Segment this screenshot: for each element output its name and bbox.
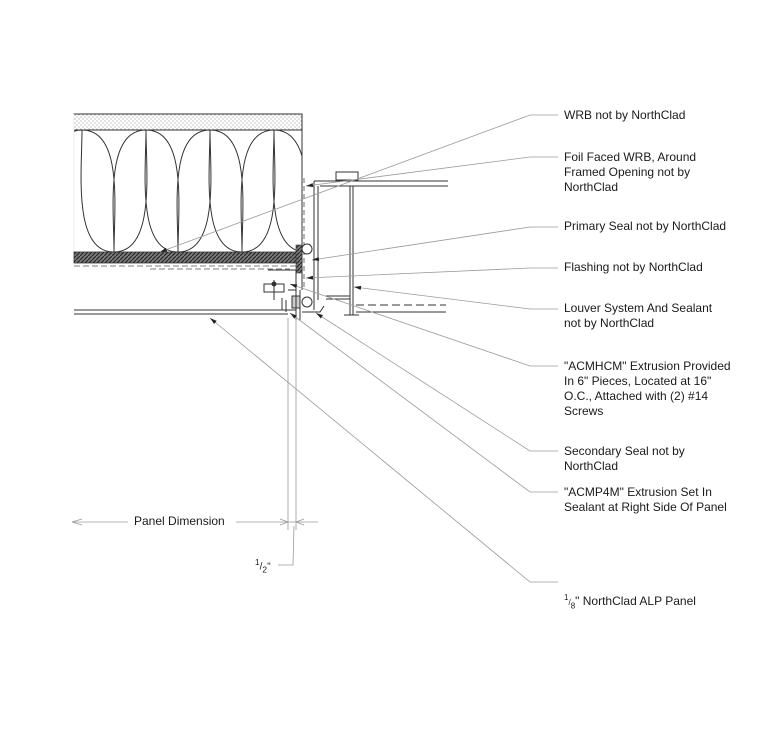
leader-secondary-seal xyxy=(315,312,558,452)
callout-acmhcm-extrusion: "ACMHCM" Extrusion Provided In 6" Pieces… xyxy=(564,359,731,418)
callout-acmp4m-extrusion: "ACMP4M" Extrusion Set In Sealant at Rig… xyxy=(564,485,727,514)
leader-alp-panel-arrowhead xyxy=(210,318,217,324)
fraction-denominator: 8 xyxy=(570,601,576,611)
half-inch-gap-label: 1/2" xyxy=(255,557,271,575)
callout-wrb: WRB not by NorthClad xyxy=(564,108,686,122)
callout-louver-system: Louver System And Sealant not by NorthCl… xyxy=(564,301,713,330)
secondary-seal-rod xyxy=(301,296,313,308)
callout-secondary-seal: Secondary Seal not by NorthClad xyxy=(564,444,685,473)
leader-louver xyxy=(353,286,558,310)
dimension-lines xyxy=(71,318,318,566)
primary-seal-block xyxy=(295,244,303,274)
leader-primary-seal xyxy=(311,226,558,261)
primary-seal-rod xyxy=(301,243,313,255)
leader-lines xyxy=(159,114,558,583)
sheathing-board xyxy=(73,113,303,131)
alp-panel xyxy=(74,309,288,315)
leader-acmhcm xyxy=(289,283,558,367)
wrb-layer xyxy=(73,251,301,270)
leader-secondary-seal-arrowhead xyxy=(316,313,323,319)
panel-dimension-label: Panel Dimension xyxy=(130,514,229,528)
callout-primary-seal: Primary Seal not by NorthClad xyxy=(564,219,727,233)
leader-alp-panel xyxy=(209,317,558,583)
leader-acmp4m-arrowhead xyxy=(290,313,297,319)
leader-foil-wrb xyxy=(305,156,558,187)
leader-arrowheads xyxy=(160,183,362,324)
leader-wrb-arrowhead xyxy=(160,247,168,252)
callout-alp-panel: 1/8" NorthClad ALP Panel xyxy=(564,593,696,611)
acmhcm-extrusion xyxy=(263,269,297,300)
callout-flashing: Flashing not by NorthClad xyxy=(564,260,703,274)
callout-foil-faced-wrb: Foil Faced WRB, Around Framed Opening no… xyxy=(564,150,697,194)
louver-frame xyxy=(313,171,448,316)
alp-panel-text: " NorthClad ALP Panel xyxy=(575,594,696,608)
leader-flashing xyxy=(305,267,558,279)
leader-foil-wrb-arrowhead xyxy=(306,183,314,188)
leader-acmp4m xyxy=(289,312,558,493)
leader-louver-arrowhead xyxy=(354,285,362,290)
leader-acmhcm-arrowhead xyxy=(290,284,298,289)
leader-wrb xyxy=(159,114,558,253)
leader-flashing-arrowhead xyxy=(306,275,314,280)
fraction-numerator: 1 xyxy=(564,593,569,602)
leader-primary-seal-arrowhead xyxy=(312,256,320,261)
